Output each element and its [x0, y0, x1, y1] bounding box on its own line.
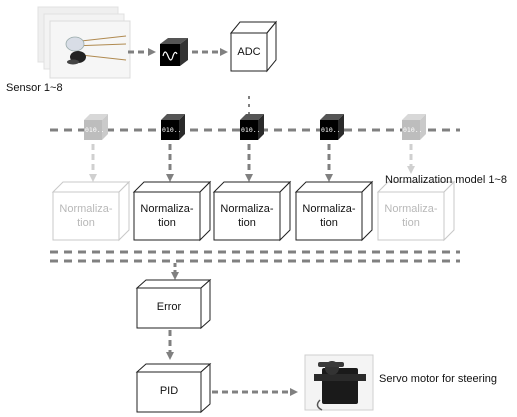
normalization-label-line2: tion — [158, 217, 176, 229]
normalization-model-label: Normalization model 1~8 — [385, 174, 507, 186]
pid-label: PID — [159, 385, 179, 397]
normalization-box-label: Normaliza-tion — [214, 202, 280, 230]
normalization-box-label: Normaliza-tion — [378, 202, 444, 230]
data-chip-label: 010.. — [85, 126, 105, 134]
servo-label: Servo motor for steering — [379, 373, 497, 385]
error-box — [135, 278, 212, 330]
normalization-label-line1: Normaliza- — [59, 203, 113, 215]
data-chip-5 — [402, 114, 426, 140]
normalization-box-label: Normaliza-tion — [134, 202, 200, 230]
normalization-label-line2: tion — [402, 217, 420, 229]
data-chip-2 — [161, 114, 185, 140]
data-chip-label: 010.. — [241, 126, 261, 134]
normalization-label-line2: tion — [77, 217, 95, 229]
normalization-box-label: Normaliza-tion — [296, 202, 362, 230]
error-label: Error — [156, 301, 182, 313]
pid-box — [135, 362, 212, 414]
normalization-box-3 — [212, 180, 292, 242]
adc-box — [229, 20, 278, 73]
adc-label: ADC — [237, 46, 261, 58]
data-chip-3 — [240, 114, 264, 140]
normalization-box-label: Normaliza-tion — [53, 202, 119, 230]
data-chip-1 — [84, 114, 108, 140]
normalization-label-line2: tion — [238, 217, 256, 229]
data-chip-label: 010.. — [321, 126, 341, 134]
servo-motor-image — [304, 354, 374, 411]
data-chip-4 — [320, 114, 344, 140]
waveform-chip-icon — [160, 38, 188, 66]
data-chip-label: 010.. — [162, 126, 182, 134]
normalization-label-line1: Normaliza- — [140, 203, 194, 215]
normalization-box-4 — [294, 180, 374, 242]
normalization-box-2 — [132, 180, 212, 242]
normalization-label-line1: Normaliza- — [220, 203, 274, 215]
normalization-label-line2: tion — [320, 217, 338, 229]
normalization-box-5 — [376, 180, 456, 242]
sensor-image — [37, 6, 131, 79]
normalization-label-line1: Normaliza- — [384, 203, 438, 215]
data-chip-label: 010.. — [403, 126, 423, 134]
normalization-label-line1: Normaliza- — [302, 203, 356, 215]
sensor-label: Sensor 1~8 — [6, 82, 63, 94]
normalization-box-1 — [51, 180, 131, 242]
